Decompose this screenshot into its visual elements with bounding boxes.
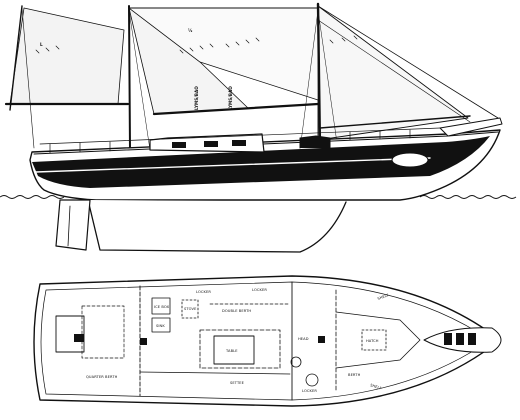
toilet [290,356,302,368]
foresail-boom [319,115,471,129]
label-settee: SETTEE [230,381,245,385]
hatch-profile [299,135,331,149]
label-shelf-bottom: SHELF [370,383,382,390]
label-table: TABLE [225,349,238,353]
label-ice-box: ICE BOX [154,305,170,309]
companion-way [74,334,84,342]
reef-points [35,35,358,54]
bowsprit [439,117,503,137]
keel [87,199,347,253]
rudder-post [67,205,71,247]
plan-inner-outline [40,281,491,401]
shroud [299,9,319,151]
top-mark-left: L [40,42,43,47]
label-hatch: HATCH [366,339,379,343]
label-shelf-top: SHELF [377,293,389,301]
label-double-berth: DOUBLE BERTH [222,309,251,313]
fore-mast-step [140,338,147,345]
mizzen-sail [9,7,125,105]
anchor-windlass [468,333,476,345]
anchor-windlass [456,333,464,345]
label-berth: BERTH [348,373,361,377]
top-mark-mid: ½ [188,28,193,33]
water-surface [0,195,517,199]
main-mast [316,2,322,150]
foresail-mark-right: LYMS/BAO [228,86,233,110]
shroud [317,9,339,151]
label-stove: STOVE [184,307,197,311]
boot-stripe [32,136,490,188]
stove-outline [181,299,199,319]
cabin-window [172,142,186,148]
railing [39,127,441,154]
plan-labels: LOCKER LOCKER ICE BOX STOVE SINK DOUBLE … [86,288,389,393]
anchor-windlass [444,333,452,345]
bow-ornament [391,152,429,168]
jib-stay [317,19,471,123]
shroud [128,9,151,151]
cabin-window [232,140,246,146]
cockpit-inner [81,305,125,359]
mast-step [305,373,319,387]
label-head: HEAD [298,337,309,341]
hatch-outline [361,329,387,351]
sink-outline [151,317,171,333]
mizzen-mast [9,5,23,111]
main-boom [152,102,320,116]
main-sail [317,5,469,141]
waterline-stripe [35,157,431,173]
rudder [55,199,91,251]
label-quarter-berth: QUARTER BERTH [86,375,118,379]
label-locker-top-a: LOCKER [196,290,211,294]
backstay [21,7,35,149]
partition [199,329,281,369]
label-locker-top-b: LOCKER [252,288,267,292]
settee-line [139,371,291,375]
ice-box-outline [151,297,171,315]
foresail-mark-left: LYMS/BAO [194,86,199,110]
plan-hull-outline [33,275,501,407]
cabin-window [204,141,218,147]
label-locker-bottom: LOCKER [302,389,317,393]
fore-mast [128,5,131,151]
label-sink: SINK [156,324,165,328]
v-berth [335,311,421,369]
profile-view [4,2,503,253]
table-outline [213,335,255,365]
mast-step-block [318,336,325,343]
plan-view [33,275,502,407]
forestay [317,5,499,119]
